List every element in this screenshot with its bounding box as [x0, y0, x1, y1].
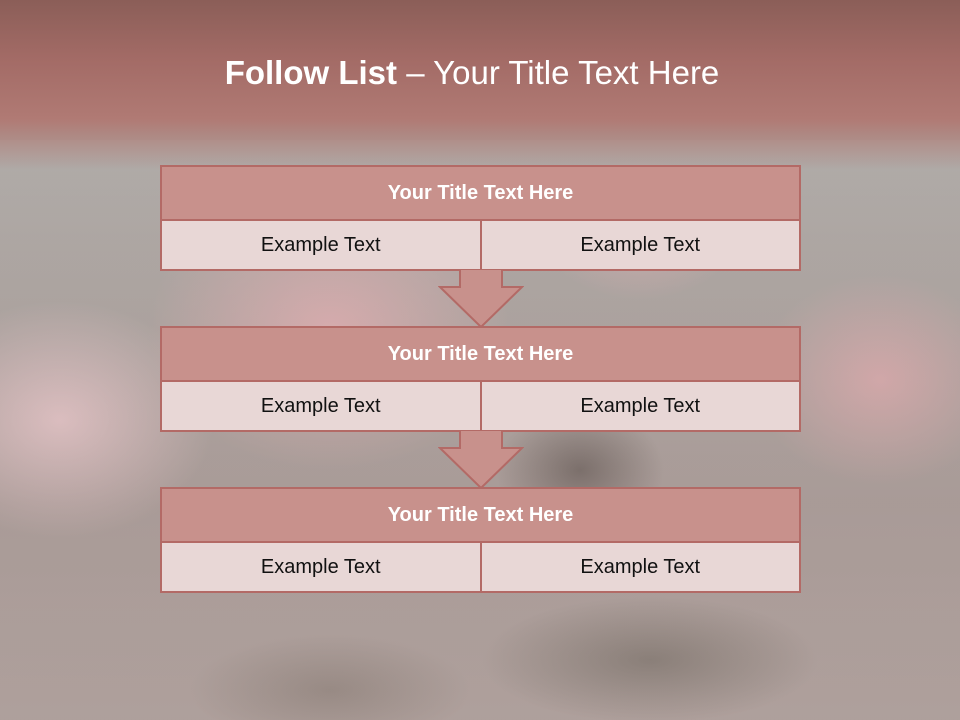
step-title: Your Title Text Here	[160, 165, 801, 221]
step-block-3: Your Title Text Here Example Text Exampl…	[160, 487, 801, 593]
step-cell-left: Example Text	[160, 382, 482, 432]
step-cell-right: Example Text	[481, 543, 801, 593]
step-cell-left: Example Text	[160, 221, 482, 271]
step-block-1: Your Title Text Here Example Text Exampl…	[160, 165, 801, 271]
step-cell-right: Example Text	[481, 221, 801, 271]
step-title: Your Title Text Here	[160, 487, 801, 543]
step-row: Example Text Example Text	[160, 543, 801, 593]
step-block-2: Your Title Text Here Example Text Exampl…	[160, 326, 801, 432]
step-row: Example Text Example Text	[160, 221, 801, 271]
slide-title-rest: – Your Title Text Here	[406, 54, 720, 91]
step-row: Example Text Example Text	[160, 382, 801, 432]
slide-title-bold: Follow List	[224, 54, 398, 91]
step-cell-left: Example Text	[160, 543, 482, 593]
step-title: Your Title Text Here	[160, 326, 801, 382]
down-arrow-icon	[438, 269, 524, 329]
down-arrow-icon	[438, 430, 524, 490]
slide-title: Follow List – Your Title Text Here	[0, 54, 944, 92]
header-band	[0, 0, 960, 170]
step-cell-right: Example Text	[481, 382, 801, 432]
